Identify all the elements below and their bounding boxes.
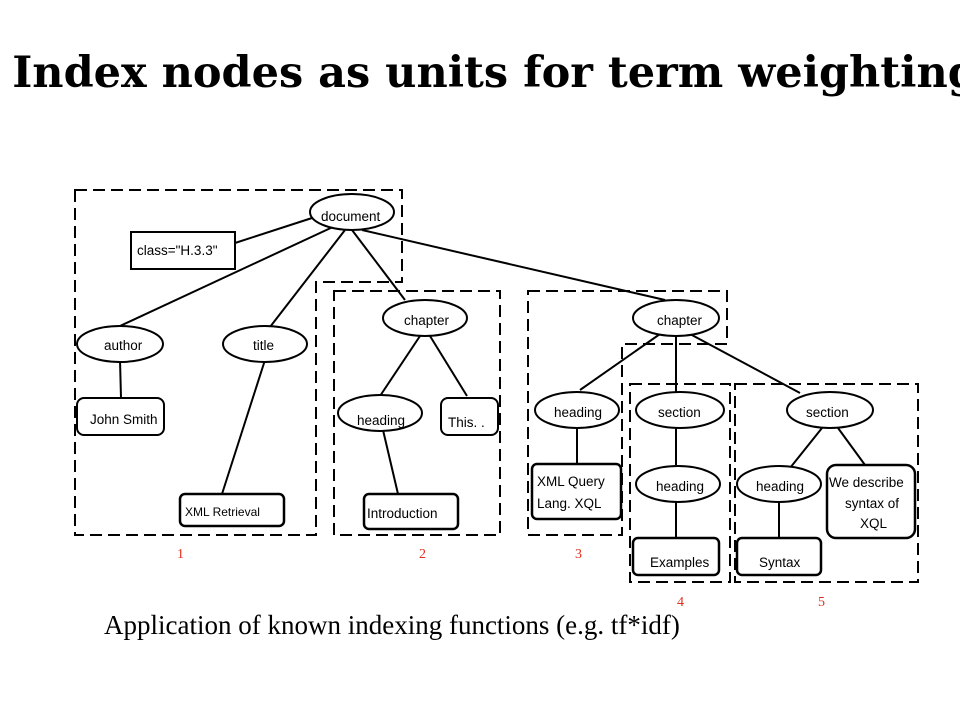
title-label: title bbox=[253, 338, 274, 353]
index-unit-3-box bbox=[527, 290, 728, 536]
heading-1-label: heading bbox=[357, 413, 405, 428]
unit-number-1: 1 bbox=[177, 547, 184, 562]
chapter-node-2 bbox=[632, 299, 720, 337]
section-1-label: section bbox=[658, 405, 701, 420]
chapter-node-1 bbox=[382, 299, 468, 337]
chapter-1-label: chapter bbox=[404, 313, 450, 328]
tree-edges bbox=[119, 217, 866, 538]
section-2-label: section bbox=[806, 405, 849, 420]
slide-title: Index nodes as units for term weighting bbox=[12, 48, 960, 98]
document-node bbox=[309, 193, 395, 231]
heading-node-4 bbox=[736, 465, 822, 503]
we-describe-line2: syntax of bbox=[845, 496, 899, 511]
heading-node-3 bbox=[635, 465, 721, 503]
index-unit-1-box bbox=[74, 189, 403, 536]
xml-query-line1: XML Query bbox=[537, 474, 605, 489]
xml-retrieval-label: XML Retrieval bbox=[185, 505, 260, 519]
we-describe-line3: XQL bbox=[860, 516, 888, 531]
chapter-2-label: chapter bbox=[657, 313, 703, 328]
author-label: author bbox=[104, 338, 143, 353]
introduction-box bbox=[362, 492, 460, 531]
heading-2-label: heading bbox=[554, 405, 602, 420]
xml-query-line2: Lang. XQL bbox=[537, 496, 602, 511]
index-unit-2-box bbox=[333, 290, 501, 536]
we-describe-box bbox=[825, 463, 917, 540]
heading-node-1 bbox=[337, 394, 423, 432]
xml-retrieval-box bbox=[178, 492, 286, 528]
syntax-label: Syntax bbox=[759, 555, 801, 570]
examples-label: Examples bbox=[650, 555, 710, 570]
xml-query-box bbox=[530, 462, 623, 521]
class-attribute-box bbox=[130, 231, 236, 270]
author-node bbox=[76, 325, 164, 363]
slide-caption: Application of known indexing functions … bbox=[104, 610, 680, 640]
heading-node-2 bbox=[534, 391, 620, 429]
john-smith-box bbox=[76, 397, 165, 436]
index-unit-5-box bbox=[734, 383, 919, 583]
heading-4-label: heading bbox=[756, 479, 804, 494]
introduction-label: Introduction bbox=[367, 506, 438, 521]
unit-number-2: 2 bbox=[419, 547, 426, 562]
index-unit-4-box bbox=[629, 383, 731, 583]
document-label: document bbox=[321, 209, 381, 224]
unit-number-4: 4 bbox=[677, 595, 684, 610]
unit-number-5: 5 bbox=[818, 595, 825, 610]
john-smith-label: John Smith bbox=[90, 412, 158, 427]
this-text-box bbox=[440, 397, 499, 436]
section-node-2 bbox=[786, 391, 874, 429]
section-node-1 bbox=[635, 391, 725, 429]
class-attribute-label: class="H.3.3" bbox=[137, 243, 218, 258]
syntax-box bbox=[735, 536, 823, 577]
title-node bbox=[222, 325, 308, 363]
heading-3-label: heading bbox=[656, 479, 704, 494]
unit-number-3: 3 bbox=[575, 547, 582, 562]
examples-box bbox=[631, 536, 721, 577]
this-text-label: This. . bbox=[448, 415, 485, 430]
we-describe-line1: We describe bbox=[829, 475, 904, 490]
